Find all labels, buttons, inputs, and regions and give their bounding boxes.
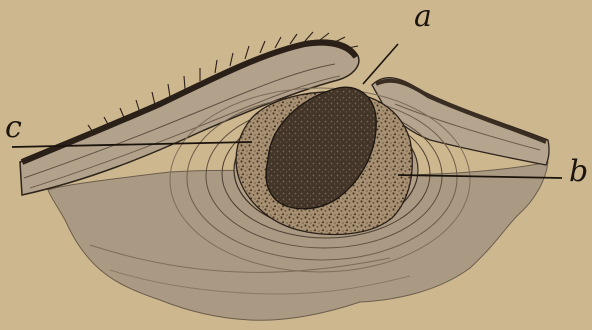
label-c: c: [5, 113, 22, 143]
label-a: a: [414, 2, 432, 32]
label-b: b: [569, 157, 588, 187]
